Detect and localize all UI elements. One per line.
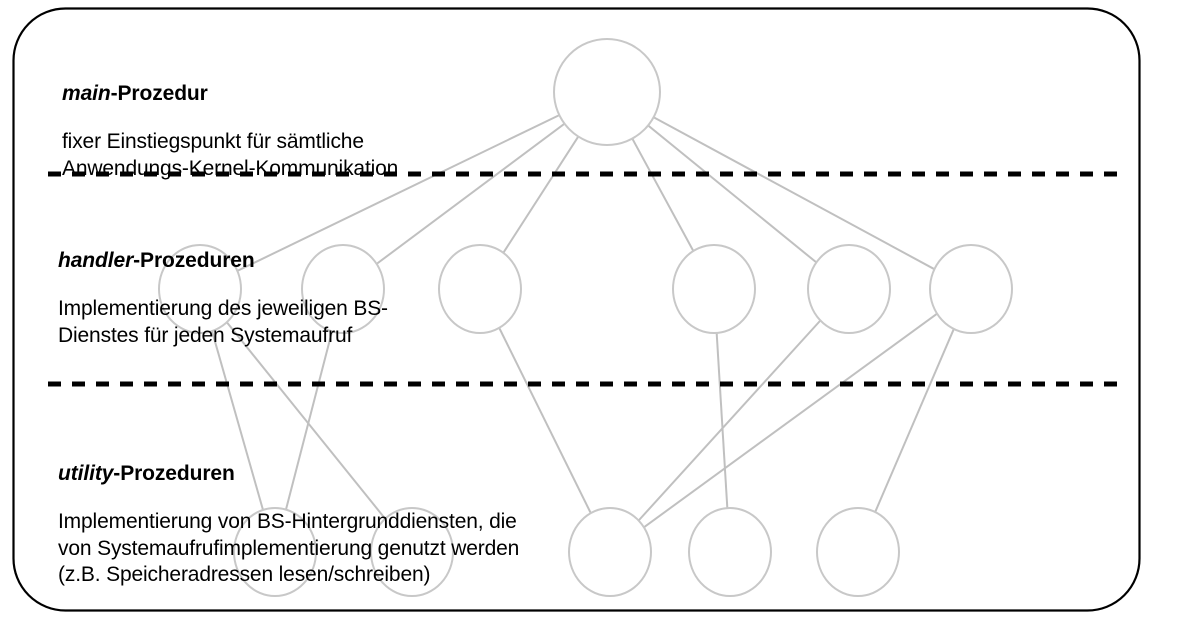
layer-label-utility: utility-Prozeduren Implementierung von B… [58, 414, 738, 609]
layer-title-main: main-Prozedur [62, 54, 532, 107]
graph-node-handler[interactable] [438, 244, 522, 334]
layer-title-suffix-handler: -Prozeduren [133, 248, 255, 272]
layer-description-handler: Implementierung des jeweiligen BS- Diens… [58, 296, 388, 347]
graph-node-main[interactable] [553, 38, 661, 146]
graph-edge [643, 312, 938, 529]
graph-node-utility[interactable] [816, 507, 900, 597]
graph-edge [498, 327, 592, 514]
graph-edge [653, 116, 935, 271]
graph-edge [236, 114, 560, 272]
layer-title-handler: handler-Prozeduren [58, 221, 538, 274]
graph-edge [874, 328, 955, 513]
layer-title-utility: utility-Prozeduren [58, 434, 738, 487]
layer-description-main: fixer Einstiegspunkt für sämtliche Anwen… [62, 129, 399, 180]
layer-title-suffix-utility: -Prozeduren [113, 461, 235, 485]
layer-keyword-utility: utility [58, 461, 114, 485]
layer-label-main: main-Prozedur fixer Einstiegspunkt für s… [62, 34, 532, 203]
graph-edge [647, 124, 817, 264]
layer-label-handler: handler-Prozeduren Implementierung des j… [58, 201, 538, 370]
graph-edge [376, 122, 566, 265]
layer-description-utility: Implementierung von BS-Hintergrunddienst… [58, 509, 520, 587]
graph-edge [226, 321, 386, 520]
graph-node-handler[interactable] [301, 244, 385, 334]
graph-edge [715, 332, 729, 509]
graph-edge [284, 331, 334, 510]
graph-node-utility[interactable] [568, 507, 652, 597]
layer-title-suffix-main: -Prozedur [110, 81, 208, 105]
outer-border-layer [12, 7, 1141, 612]
graph-node-handler[interactable] [158, 244, 242, 334]
graph-node-utility[interactable] [233, 507, 317, 597]
graph-node-handler[interactable] [672, 244, 756, 334]
graph-node-utility[interactable] [370, 507, 454, 597]
graph-node-utility[interactable] [688, 507, 772, 597]
outer-border [12, 7, 1141, 612]
layer-keyword-handler: handler [58, 248, 134, 272]
graph-node-handler[interactable] [929, 244, 1013, 334]
divider-layer [48, 171, 1122, 387]
node-layer [158, 38, 1013, 597]
layer-keyword-main: main [62, 81, 111, 105]
edge-layer [211, 114, 955, 529]
graph-edge [631, 138, 695, 252]
graph-edge [637, 319, 822, 522]
graph-node-handler[interactable] [807, 244, 891, 334]
graph-edge [502, 136, 580, 254]
graph-edge [211, 330, 264, 511]
